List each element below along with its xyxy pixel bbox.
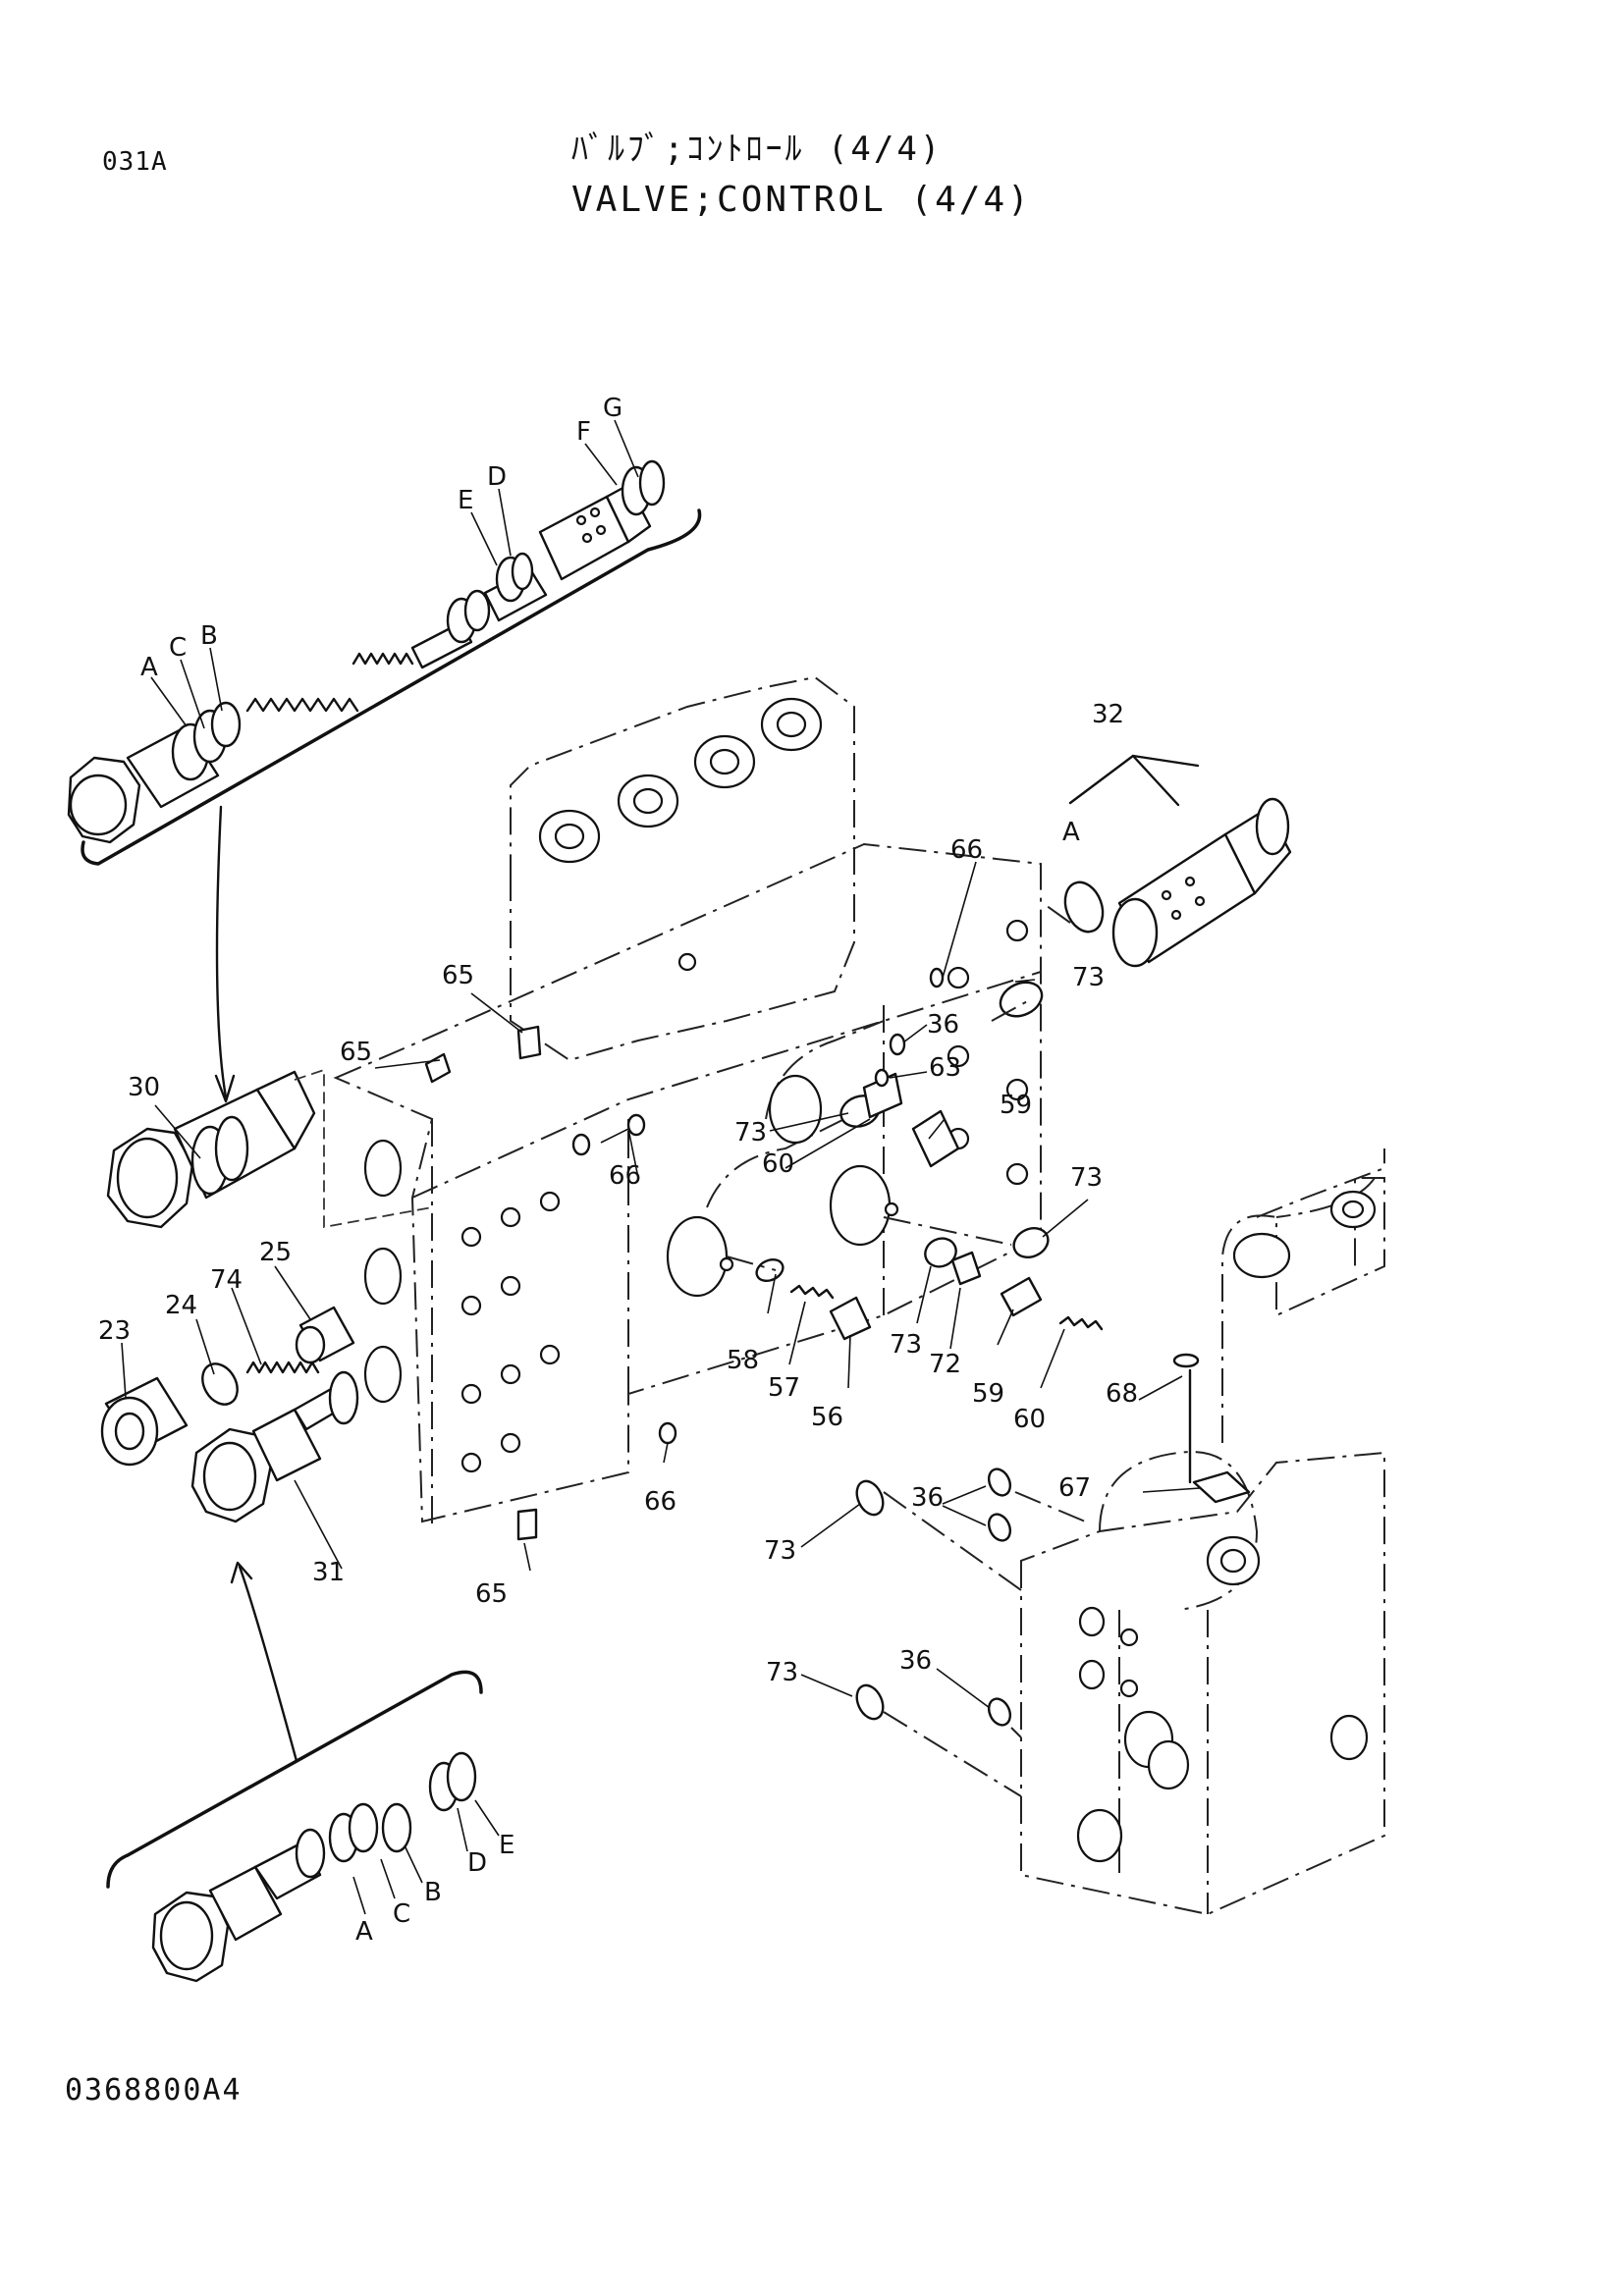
callout-73: 73 bbox=[890, 1330, 922, 1360]
callout-57: 57 bbox=[768, 1373, 800, 1403]
callout-36: 36 bbox=[899, 1646, 932, 1676]
drawing-number: 0368800A4 bbox=[65, 2073, 243, 2108]
callout-74: 74 bbox=[210, 1265, 243, 1295]
detail-bottom-letter-c: C bbox=[393, 1899, 410, 1929]
detail-top-letter-e: E bbox=[458, 486, 473, 515]
callout-32: 32 bbox=[1092, 700, 1124, 729]
part-32 bbox=[1063, 754, 1292, 968]
callout-73: 73 bbox=[734, 1118, 767, 1148]
detail-bottom-letter-a: A bbox=[355, 1917, 373, 1947]
callout-59: 59 bbox=[972, 1379, 1004, 1409]
callout-60: 60 bbox=[762, 1149, 794, 1179]
callout-65: 65 bbox=[475, 1579, 508, 1609]
callout-65: 65 bbox=[442, 961, 474, 990]
valve-block bbox=[333, 675, 1042, 1531]
callout-72: 72 bbox=[929, 1350, 961, 1379]
callout-36: 36 bbox=[927, 1010, 959, 1040]
page-code: 031A bbox=[102, 147, 168, 177]
callout-58: 58 bbox=[727, 1346, 759, 1375]
detail-bottom-letter-d: D bbox=[467, 1848, 487, 1878]
detail-bottom-letter-e: E bbox=[499, 1831, 514, 1860]
callout-73: 73 bbox=[1072, 963, 1105, 992]
callout-73: 73 bbox=[766, 1658, 798, 1687]
callout-60: 60 bbox=[1013, 1405, 1046, 1434]
part-32-letter-a: A bbox=[1062, 818, 1080, 847]
callout-66: 66 bbox=[644, 1487, 676, 1517]
callout-73: 73 bbox=[1070, 1163, 1103, 1193]
detail-top-letter-g: G bbox=[603, 394, 622, 423]
detail-top: A C B E D F G bbox=[67, 394, 702, 866]
callout-30: 30 bbox=[128, 1073, 160, 1102]
detail-top-letter-a: A bbox=[140, 653, 158, 682]
detail-top-letter-c: C bbox=[169, 633, 187, 663]
callout-66: 66 bbox=[950, 835, 983, 865]
callout-68: 68 bbox=[1106, 1379, 1138, 1409]
callout-66: 66 bbox=[609, 1161, 641, 1191]
callout-24: 24 bbox=[165, 1291, 197, 1320]
callout-63: 63 bbox=[929, 1053, 961, 1083]
detail-top-letter-b: B bbox=[200, 621, 218, 651]
title-japanese: ﾊﾞﾙﾌﾞ;ｺﾝﾄﾛｰﾙ (4/4) bbox=[571, 130, 944, 169]
callout-67: 67 bbox=[1058, 1473, 1091, 1503]
callout-25: 25 bbox=[259, 1238, 292, 1267]
detail-bottom: A C B D E bbox=[106, 1670, 514, 1983]
callout-23: 23 bbox=[98, 1316, 131, 1346]
detail-top-letter-d: D bbox=[487, 462, 507, 492]
callout-numbers: 32 A 66 73 65 36 65 63 30 59 73 66 60 73… bbox=[98, 700, 1138, 1687]
detail-bottom-letter-b: B bbox=[424, 1878, 442, 1907]
callout-59: 59 bbox=[1000, 1091, 1032, 1120]
title-english: VALVE;CONTROL (4/4) bbox=[571, 180, 1032, 220]
callout-56: 56 bbox=[811, 1403, 843, 1432]
callout-65: 65 bbox=[340, 1038, 372, 1067]
detail-top-letter-f: F bbox=[576, 417, 591, 447]
middle-parts bbox=[571, 902, 1104, 1797]
callout-73: 73 bbox=[764, 1536, 796, 1566]
adjacent-valve-block bbox=[1020, 1148, 1385, 1916]
left-parts bbox=[100, 1025, 542, 1541]
leader-lines bbox=[121, 861, 1201, 1709]
callout-31: 31 bbox=[312, 1558, 345, 1587]
callout-36: 36 bbox=[911, 1483, 944, 1513]
